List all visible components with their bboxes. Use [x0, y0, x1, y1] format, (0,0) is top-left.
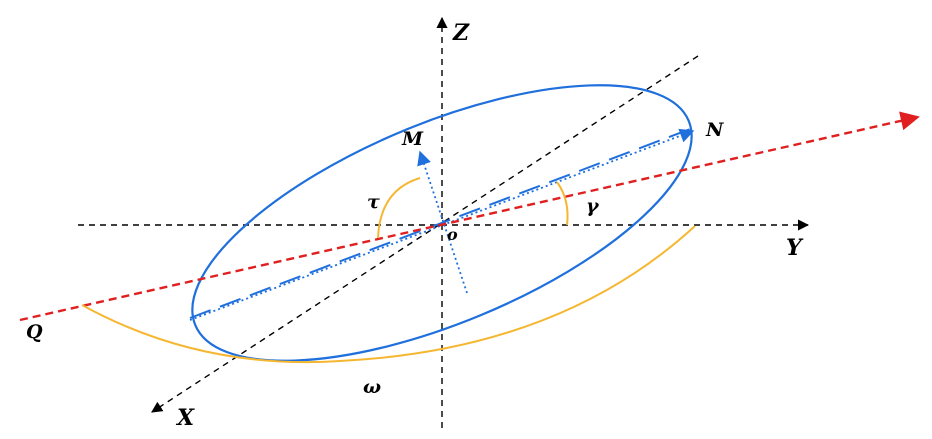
x-axis-label: X — [175, 405, 195, 431]
point-m-label: M — [401, 128, 424, 150]
x-axis-line — [151, 55, 699, 413]
ellipse-outline — [191, 84, 693, 362]
ellipse-major-axis-dashed — [189, 127, 694, 319]
angle-omega-arc — [81, 225, 696, 364]
angle-tau-label: τ — [367, 191, 380, 213]
angle-gamma-arc — [556, 181, 569, 226]
angle-tau-arc — [377, 177, 421, 239]
point-q-label: Q — [26, 321, 43, 343]
angle-omega-label: ω — [363, 376, 381, 398]
direction-line-red — [19, 111, 920, 322]
z-axis-label: Z — [452, 20, 470, 46]
point-n-label: N — [705, 119, 724, 141]
y-axis-label: Y — [786, 235, 804, 261]
angle-gamma-label: γ — [586, 195, 600, 217]
origin-label: o — [447, 225, 458, 244]
